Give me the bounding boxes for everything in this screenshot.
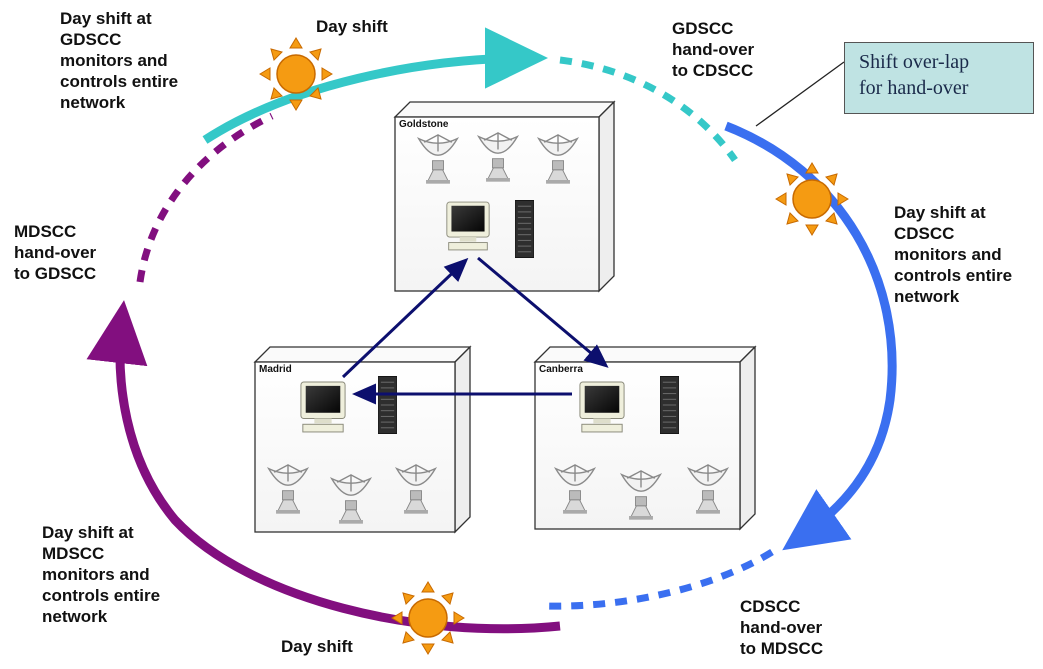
- canberra-rack-icon: [660, 376, 679, 434]
- madrid-station: [253, 345, 472, 534]
- goldstone-computer-icon: [446, 201, 490, 251]
- cdscc-day-shift-label: Day shift at CDSCC monitors and controls…: [894, 203, 1013, 306]
- canberra-computer-icon: [579, 381, 625, 433]
- madrid-rack-icon: [378, 376, 397, 434]
- mdscc-day-shift-label: Day shift at MDSCC monitors and controls…: [42, 523, 161, 626]
- goldstone-label: Goldstone: [399, 119, 449, 130]
- top-day-shift-label: Day shift: [316, 17, 388, 36]
- goldstone-station: [393, 100, 616, 293]
- gdscc-day-shift-label: Day shift at GDSCC monitors and controls…: [60, 9, 179, 112]
- right-sun-icon: [775, 162, 849, 236]
- goldstone-rack-icon: [515, 200, 534, 258]
- cdscc-handover-overlap: [544, 549, 774, 610]
- mdscc-handover-label: MDSCC hand-over to GDSCC: [14, 222, 97, 283]
- bottom-day-shift-label: Day shift: [281, 637, 353, 656]
- callout-leader-line: [755, 61, 845, 127]
- bottom-sun-icon: [391, 581, 465, 655]
- madrid-to-goldstone-arrow: [341, 257, 469, 379]
- gdscc-shift-arc: [202, 27, 548, 144]
- shift-overlap-callout: Shift over-lap for hand-over: [844, 42, 1034, 114]
- cdscc-shift-arc: [724, 121, 897, 551]
- madrid-computer-icon: [300, 381, 346, 433]
- gdscc-handover-overlap: [559, 56, 738, 163]
- canberra-label: Canberra: [539, 364, 583, 375]
- gdscc-handover-label: GDSCC hand-over to CDSCC: [672, 19, 755, 80]
- goldstone-to-canberra-arrow: [477, 256, 609, 368]
- top-sun-icon: [259, 37, 333, 111]
- madrid-label: Madrid: [259, 364, 292, 375]
- cdscc-handover-label: CDSCC hand-over to MDSCC: [740, 597, 824, 658]
- mdscc-handover-overlap: [136, 112, 274, 283]
